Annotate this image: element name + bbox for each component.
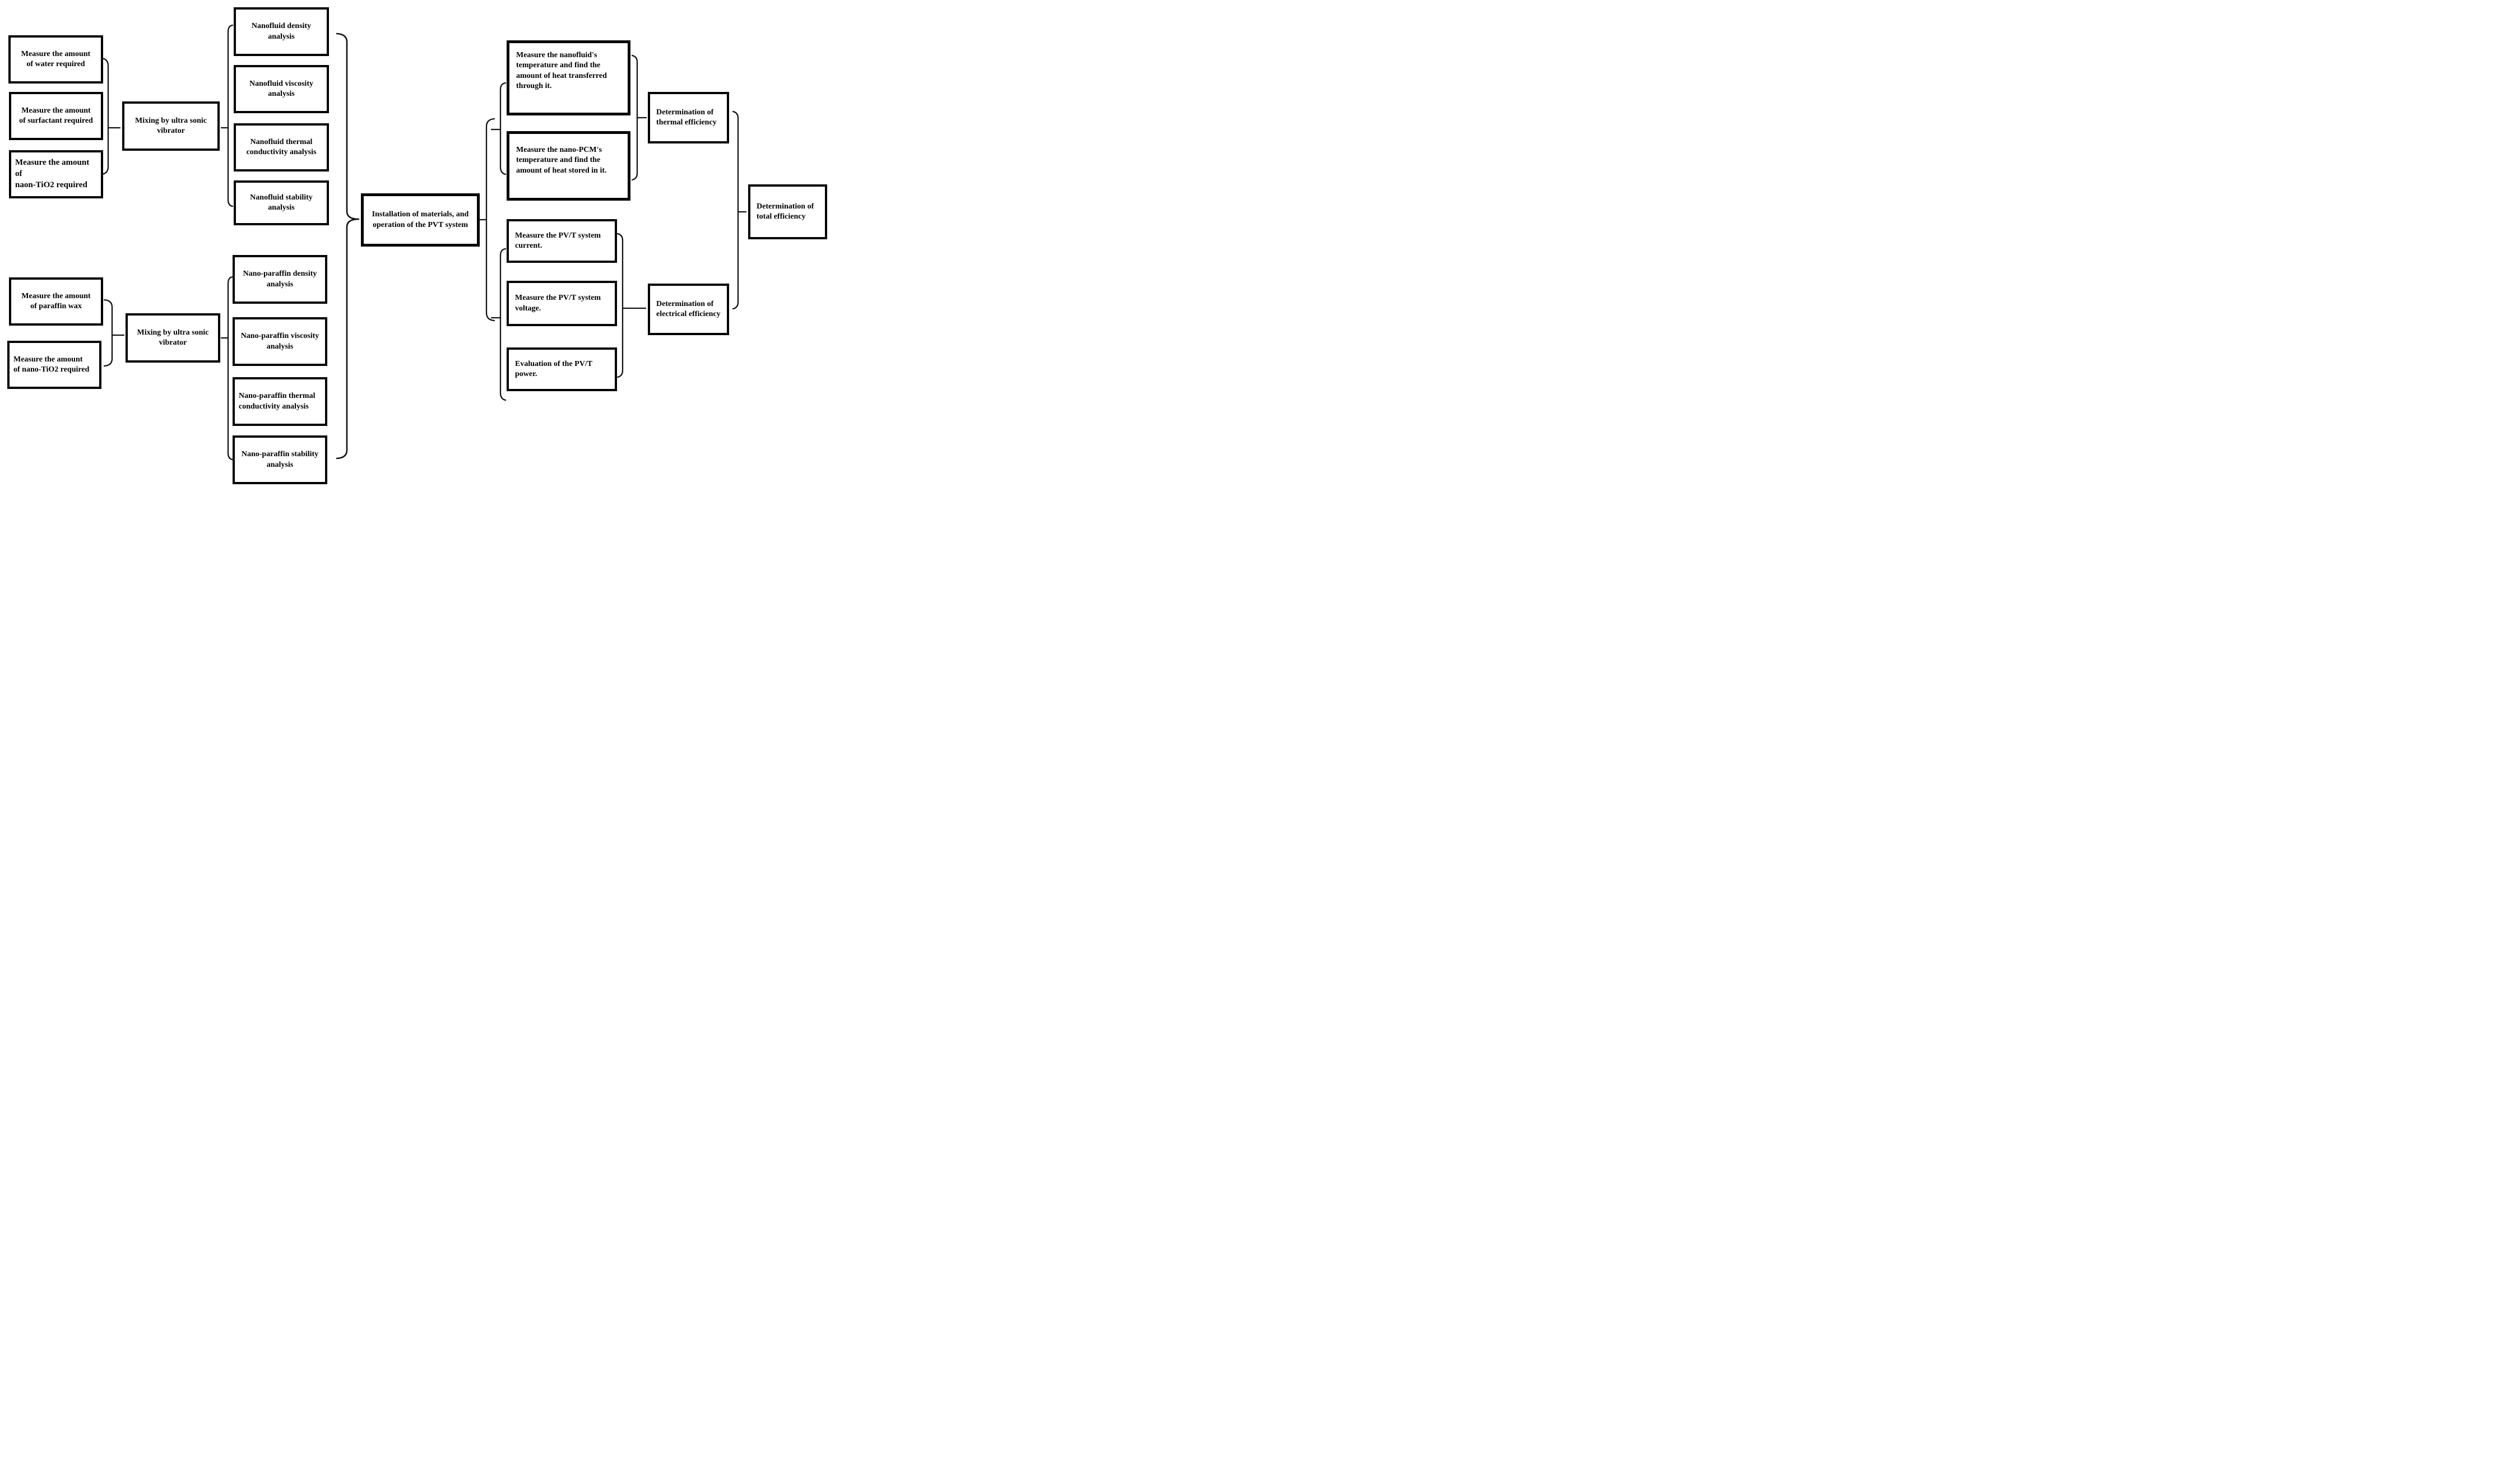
- node-nano-paraffin-density: Nano-paraffin density analysis: [233, 255, 327, 304]
- bracket-mixing2-fanout: [227, 276, 234, 461]
- bracket-to-thermal-efficiency: [631, 54, 638, 181]
- node-mixing-ultrasonic-2: Mixing by ultra sonic vibrator: [126, 313, 220, 363]
- curly-brace-analyses: [336, 33, 360, 460]
- node-installation-pvt-system: Installation of materials, and operation…: [361, 193, 480, 247]
- node-measure-nanofluid-temperature: Measure the nanofluid's temperature and …: [507, 40, 630, 115]
- node-nanofluid-conductivity: Nanofluid thermal conductivity analysis: [234, 123, 329, 171]
- bracket-paraffin-inputs: [103, 299, 113, 367]
- node-electrical-efficiency: Determination of electrical efficiency: [648, 284, 729, 335]
- node-thermal-efficiency: Determination of thermal efficiency: [648, 92, 729, 143]
- bracket-installation-fanout: [485, 118, 495, 322]
- node-nano-paraffin-stability: Nano-paraffin stability analysis: [233, 435, 327, 484]
- node-measure-pvt-voltage: Measure the PV/T system voltage.: [507, 281, 617, 326]
- bracket-mixing1-fanout: [227, 24, 234, 207]
- node-measure-pvt-current: Measure the PV/T system current.: [507, 219, 617, 263]
- node-measure-surfactant: Measure the amount of surfactant require…: [9, 92, 103, 140]
- bracket-electrical-fanout: [499, 248, 507, 401]
- node-evaluate-pvt-power: Evaluation of the PV/T power.: [507, 347, 617, 391]
- bracket-nanofluid-inputs: [100, 57, 109, 175]
- node-nanofluid-density: Nanofluid density analysis: [234, 7, 329, 56]
- node-nanofluid-viscosity: Nanofluid viscosity analysis: [234, 65, 329, 113]
- node-nano-paraffin-viscosity: Nano-paraffin viscosity analysis: [233, 317, 327, 366]
- node-total-efficiency: Determination of total efficiency: [748, 184, 827, 239]
- node-nano-paraffin-conductivity: Nano-paraffin thermal conductivity analy…: [233, 377, 327, 426]
- node-measure-paraffin: Measure the amount of paraffin wax: [9, 277, 103, 326]
- node-nanofluid-stability: Nanofluid stability analysis: [234, 180, 329, 225]
- bracket-to-electrical-efficiency: [616, 233, 624, 378]
- node-measure-water: Measure the amount of water required: [8, 35, 103, 84]
- node-mixing-ultrasonic-1: Mixing by ultra sonic vibrator: [122, 101, 220, 151]
- connector-layer: [100, 24, 747, 461]
- bracket-thermal-fanout: [499, 82, 507, 175]
- bracket-to-total-efficiency: [732, 110, 739, 310]
- node-measure-nano-tio2: Measure the amount of nano-TiO2 required: [7, 341, 101, 389]
- node-measure-naon-tio2: Measure the amount of naon-TiO2 required: [9, 150, 103, 198]
- node-measure-nanopcm-temperature: Measure the nano-PCM's temperature and f…: [507, 131, 630, 201]
- flowchart-canvas: Measure the amount of water required Mea…: [0, 0, 838, 495]
